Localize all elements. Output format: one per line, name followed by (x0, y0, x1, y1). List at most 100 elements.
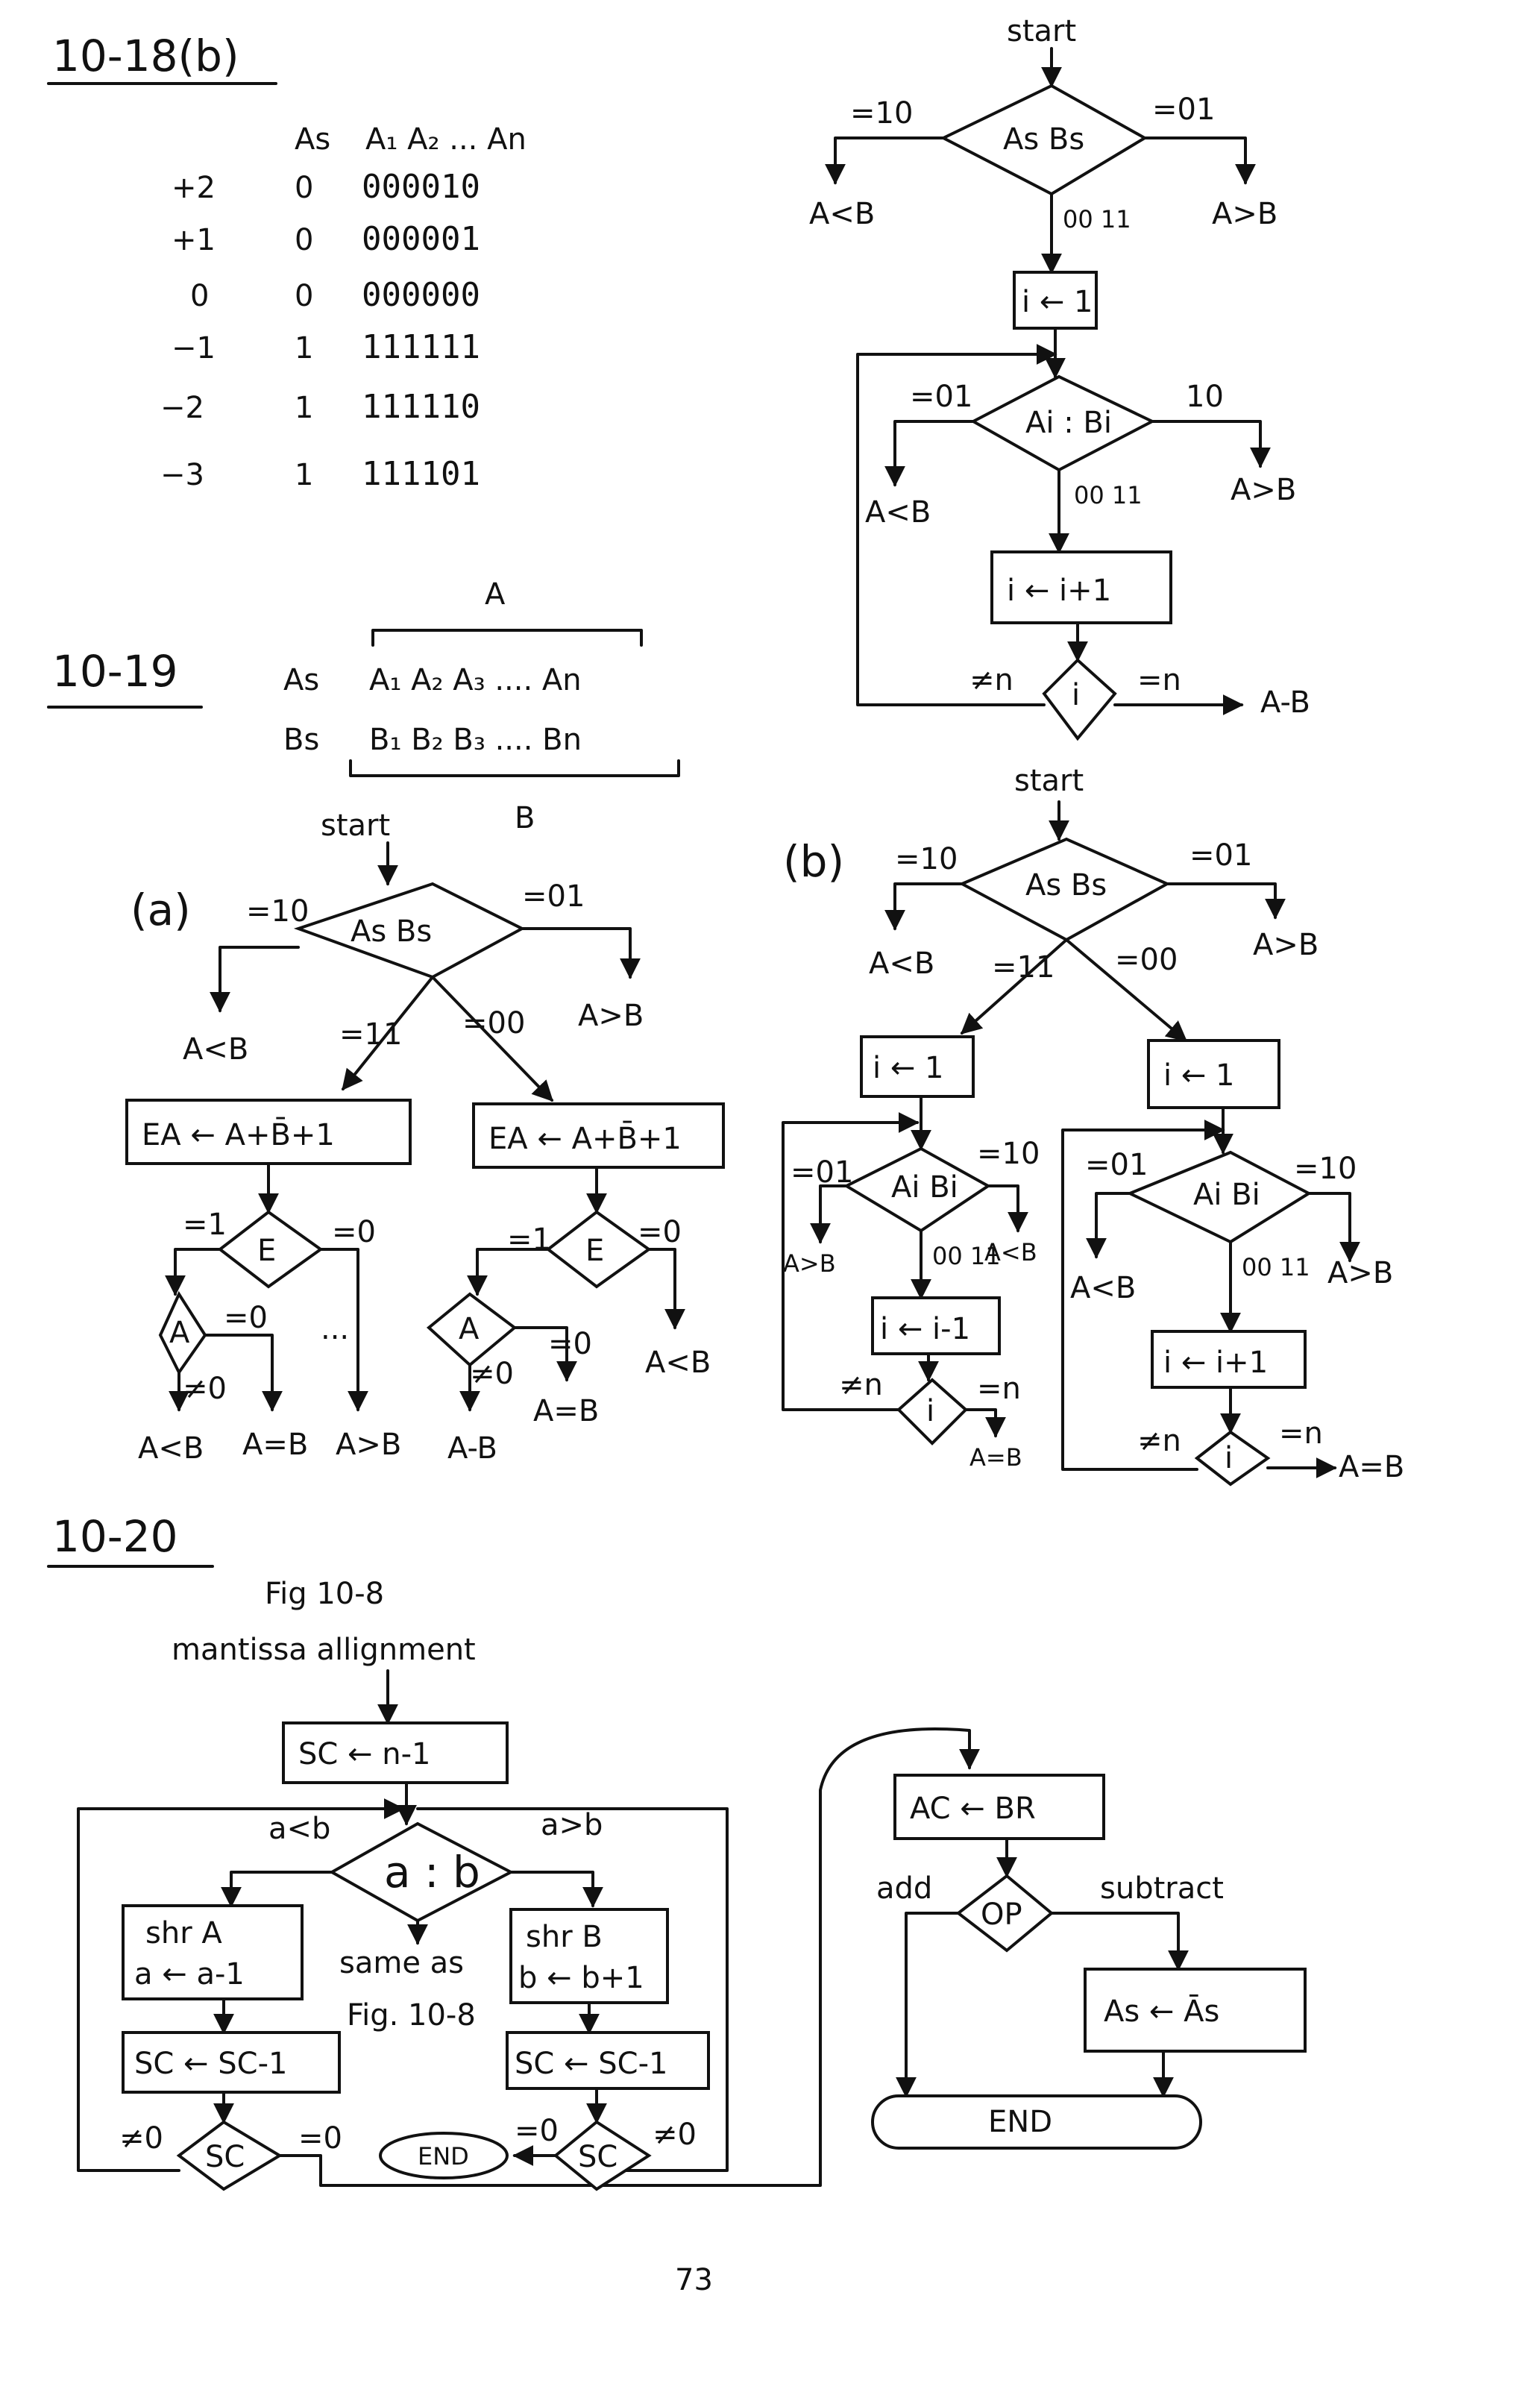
box-init-i (1013, 271, 1098, 330)
decision-label: i (1072, 678, 1080, 712)
outcome: A>B (1327, 1256, 1393, 1290)
row-sign: 1 (295, 458, 313, 492)
decision-label: As Bs (1003, 122, 1084, 157)
edge-label: =01 (910, 380, 972, 414)
row-dec: −2 (160, 391, 204, 425)
decision-label: SC (578, 2140, 617, 2174)
edge-label: =01 (1189, 838, 1252, 873)
terminal-end-left (379, 2132, 509, 2179)
outcome: A>B (783, 1249, 836, 1278)
box-sc-dec-left (122, 2031, 341, 2094)
decision-label: E (585, 1234, 604, 1268)
problem-10-18b: 10-18(b) As A₁ A₂ ... An +2 0 000010 +1 … (47, 31, 527, 493)
row-dec: +1 (172, 223, 216, 257)
outcome: A>B (1231, 473, 1296, 507)
reg-b-sign: Bs (283, 723, 319, 757)
outcome: A-B (1260, 685, 1310, 720)
decision-label: As Bs (1025, 868, 1107, 903)
box-increment-i-right (1151, 1330, 1307, 1389)
edge-label: ≠n (839, 1368, 883, 1402)
outcome: A>B (1253, 928, 1319, 962)
note-fig-ref: Fig. 10-8 (347, 1998, 476, 2033)
row-sign: 0 (295, 223, 313, 257)
flowchart-b: (b) start As Bs =10 =01 A<B A>B =11 =00 … (782, 764, 1404, 1487)
start-label: start (1014, 764, 1084, 798)
brace-a-label: A (485, 577, 506, 612)
edge-label: 00 11 (1063, 205, 1131, 233)
box-shr-a (122, 1904, 304, 2000)
outcome: A<B (984, 1238, 1037, 1266)
edge-label: ≠0 (183, 1372, 227, 1406)
outcome: A<B (809, 197, 875, 231)
decision-label: Ai : Bi (1025, 406, 1112, 440)
brace-b-label: B (515, 801, 535, 835)
box-label: AC ← BR (910, 1792, 1036, 1826)
decision-sc-right (553, 2120, 652, 2191)
box-label: SC ← n-1 (298, 1737, 431, 1771)
decision-label: Ai Bi (1193, 1178, 1260, 1212)
box-label: i ← i+1 (1163, 1346, 1268, 1380)
box-label: b ← b+1 (518, 1961, 644, 1995)
box-label: As ← Ās (1104, 1994, 1219, 2029)
row-bits: 000010 (362, 168, 480, 206)
terminal-label: END (418, 2142, 469, 2170)
flowchart-a: (a) start As Bs =10 =01 A<B A>B =11 =00 … (125, 809, 725, 1466)
outcome: A>B (336, 1428, 401, 1462)
terminal-label: END (988, 2105, 1052, 2139)
box-ea-right (472, 1102, 725, 1169)
decision-i-right (1194, 1430, 1271, 1487)
box-label: SC ← SC-1 (134, 2047, 287, 2081)
outcome-a-lt-b: A<B (183, 1032, 248, 1067)
header-bits: A₁ A₂ ... An (365, 122, 527, 157)
edge-label: =11 (339, 1017, 402, 1052)
box-label: shr A (145, 1916, 222, 1950)
edge-label: =n (1279, 1416, 1323, 1451)
edge-label: =10 (246, 894, 309, 929)
outcome: A=B (969, 1443, 1022, 1472)
box-sc-init (282, 1721, 509, 1784)
outcome: A>B (1212, 197, 1277, 231)
problem-10-20: 10-20 Fig 10-8 mantissa allignment SC ← … (47, 1511, 1307, 2191)
box-label: i ← i+1 (1007, 574, 1111, 608)
box-ac-br (893, 1774, 1105, 1840)
edge-label: =11 (992, 950, 1055, 985)
box-label: shr B (526, 1920, 603, 1954)
outcome: A<B (138, 1431, 204, 1466)
row-sign: 0 (295, 171, 313, 205)
row-sign: 1 (295, 391, 313, 425)
outcome: A<B (645, 1346, 711, 1380)
edge-label: =0 (638, 1215, 682, 1249)
box-label: i ← 1 (873, 1051, 944, 1085)
edge-label: =1 (183, 1208, 227, 1242)
terminal-end-right (871, 2094, 1202, 2150)
edge-label: =01 (791, 1155, 853, 1190)
edge-label: =01 (1085, 1148, 1148, 1182)
row-dec: 0 (190, 279, 209, 313)
edge-label: ≠n (1137, 1424, 1181, 1458)
row-dec: +2 (172, 171, 216, 205)
note-alignment: mantissa allignment (172, 1633, 476, 1667)
edge-label: add (876, 1871, 932, 1906)
edge-label: ≠0 (119, 2121, 163, 2156)
outcome-a-gt-b: A>B (578, 999, 644, 1033)
edge-label: 10 (1186, 380, 1224, 414)
box-label: EA ← A+B̄+1 (142, 1117, 335, 1152)
decision-label: E (257, 1234, 276, 1268)
edge-label: ≠n (969, 663, 1013, 697)
edge-label: 00 11 (1242, 1253, 1310, 1281)
row-bits: 111111 (362, 328, 480, 366)
decision-i (1042, 658, 1117, 741)
reg-b-bits: B₁ B₂ B₃ .... Bn (369, 723, 582, 757)
table-row: 0 0 000000 (190, 276, 480, 314)
header-sign: As (295, 122, 330, 157)
box-label: SC ← SC-1 (515, 2047, 667, 2081)
edge-label: 00 11 (1074, 481, 1143, 509)
row-bits: 000001 (362, 220, 480, 258)
ellipsis: ... (321, 1312, 349, 1346)
edge-label: subtract (1100, 1871, 1224, 1906)
box-label: EA ← A+B̄+1 (488, 1120, 682, 1156)
problem-10-19-registers: 10-19 A As A₁ A₂ A₃ .... An Bs B₁ B₂ B₃ … (47, 577, 680, 835)
box-label: i ← i-1 (880, 1312, 970, 1346)
edge-label: =10 (1294, 1152, 1357, 1186)
edge-label: =0 (224, 1301, 268, 1335)
